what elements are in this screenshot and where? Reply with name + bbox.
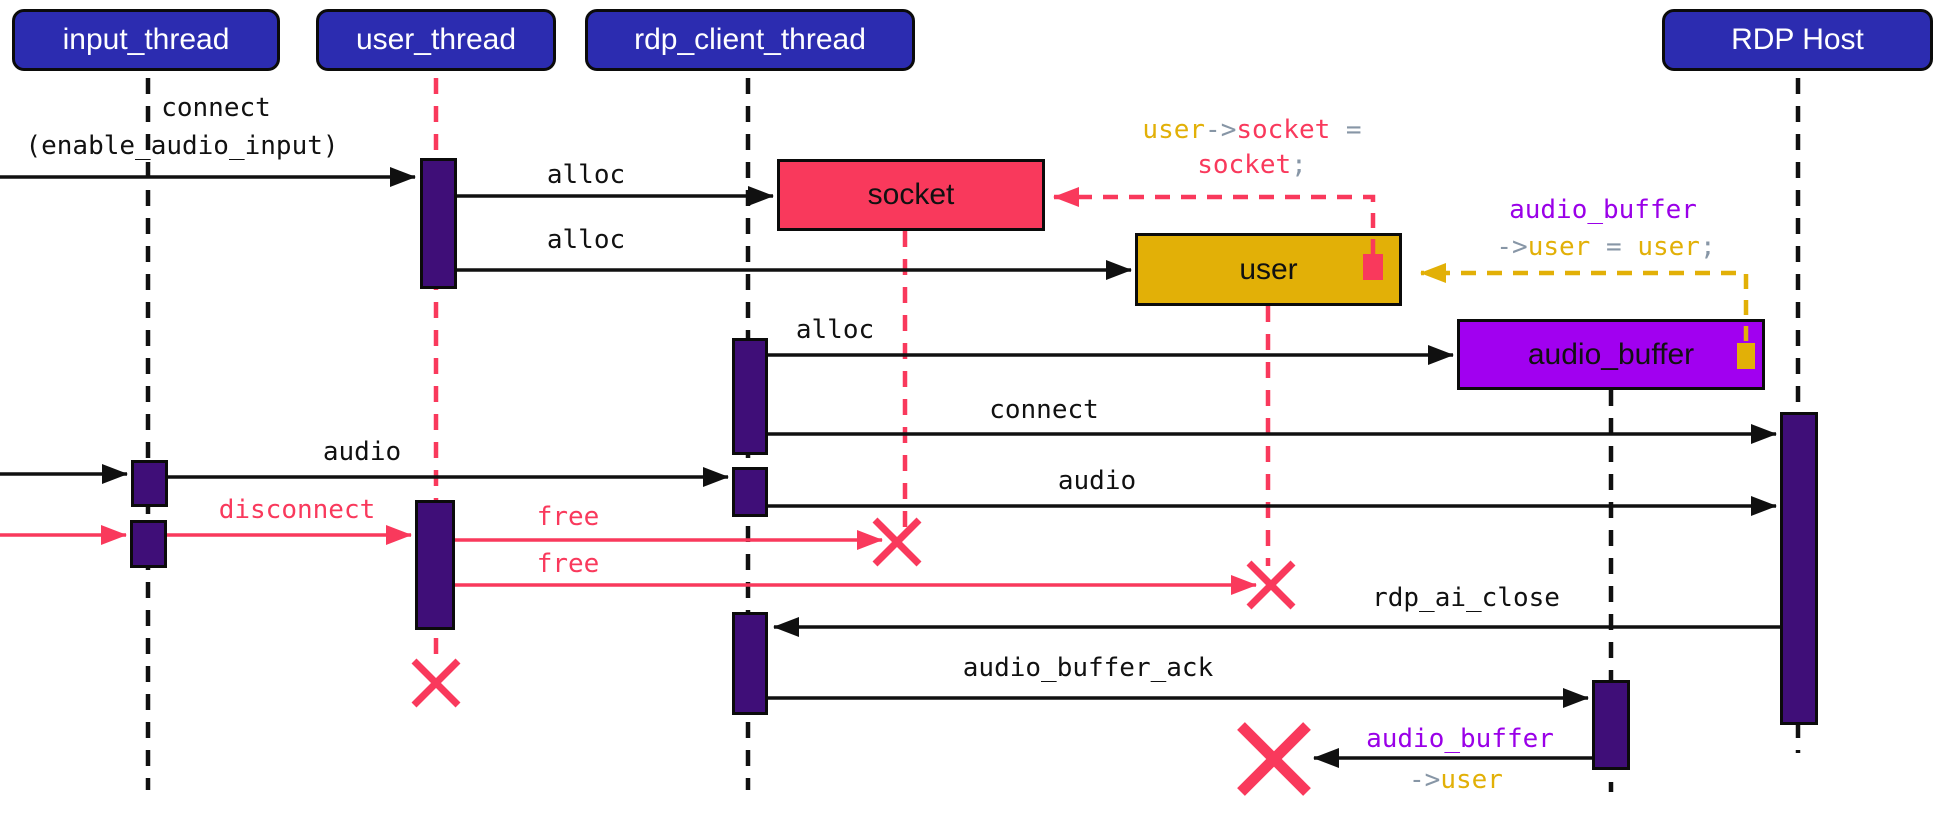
label-connect-external: connect xyxy=(161,93,271,123)
participant-rdp-client-thread: rdp_client_thread xyxy=(585,9,915,71)
code-token: ; xyxy=(1291,150,1307,180)
code-token: audio_buffer xyxy=(1366,724,1554,754)
activation-input-thread-2 xyxy=(130,520,167,568)
object-label: user xyxy=(1239,252,1298,286)
label-alloc-audio-buffer: alloc xyxy=(795,315,875,345)
destroy-x-socket xyxy=(872,517,922,567)
activation-rdp-host xyxy=(1780,412,1818,725)
code-token: audio_buffer xyxy=(1509,195,1697,225)
object-socket: socket xyxy=(777,159,1045,231)
annotation-user-assign-line1: audio_buffer xyxy=(1509,195,1697,225)
activation-rdp-client-3 xyxy=(732,612,768,715)
label-audio-out: audio xyxy=(1057,466,1137,496)
annotation-socket-assign-line2: socket; xyxy=(1197,150,1307,180)
code-token: socket xyxy=(1197,150,1292,180)
annotation-dangling-line1: audio_buffer xyxy=(1366,724,1554,754)
label-free-socket: free xyxy=(536,502,600,532)
label-free-user: free xyxy=(536,549,600,579)
code-token: = xyxy=(1330,115,1362,145)
participant-label: user_thread xyxy=(355,23,517,56)
pointer-buffer-to-user xyxy=(1420,263,1749,341)
terminate-x-user-thread xyxy=(411,658,461,708)
object-user: user xyxy=(1135,233,1402,306)
label-alloc-user: alloc xyxy=(546,225,626,255)
annotation-user-assign-line2: ->user = user; xyxy=(1496,232,1715,262)
annotation-socket-assign-line1: user->socket = xyxy=(1142,115,1361,145)
destroy-x-user xyxy=(1246,560,1296,610)
code-token: user xyxy=(1440,765,1503,795)
code-token: user xyxy=(1637,232,1700,262)
participant-input-thread: input_thread xyxy=(12,9,280,71)
annotation-dangling-line2: ->user xyxy=(1409,765,1503,795)
label-connect-args: (enable_audio_input) xyxy=(25,131,339,161)
pointer-user-to-socket xyxy=(1053,187,1376,254)
object-label: audio_buffer xyxy=(1527,337,1695,371)
label-audio-in: audio xyxy=(322,437,402,467)
activation-user-thread-2 xyxy=(415,500,455,630)
code-token: socket xyxy=(1236,115,1331,145)
pointer-anchor-in-user xyxy=(1363,254,1383,280)
code-token: -> xyxy=(1205,115,1237,145)
pointer-anchor-in-audio-buffer xyxy=(1737,343,1755,369)
activation-audio-buffer xyxy=(1592,680,1630,770)
code-token: -> xyxy=(1496,232,1528,262)
label-rdp-ai-close: rdp_ai_close xyxy=(1372,583,1560,613)
participant-label: RDP Host xyxy=(1731,23,1864,56)
activation-user-thread-1 xyxy=(420,158,457,289)
label-audio-buffer-ack: audio_buffer_ack xyxy=(962,653,1214,683)
code-token: ; xyxy=(1699,232,1716,262)
activation-rdp-client-1 xyxy=(732,338,768,455)
participant-rdp-host: RDP Host xyxy=(1662,9,1933,71)
participant-label: input_thread xyxy=(62,23,230,56)
error-x-dangling xyxy=(1237,722,1311,796)
activation-input-thread-1 xyxy=(131,460,168,507)
object-label: socket xyxy=(867,178,955,211)
code-token: user xyxy=(1527,232,1591,262)
label-alloc-socket: alloc xyxy=(546,160,626,190)
activation-rdp-client-2 xyxy=(732,467,768,517)
label-connect-host: connect xyxy=(989,395,1099,425)
code-token: user xyxy=(1142,115,1206,145)
code-token: = xyxy=(1590,232,1638,262)
object-audio-buffer: audio_buffer xyxy=(1457,319,1765,390)
participant-user-thread: user_thread xyxy=(316,9,556,71)
code-token: -> xyxy=(1409,765,1441,795)
participant-label: rdp_client_thread xyxy=(634,23,866,56)
label-disconnect: disconnect xyxy=(218,495,376,525)
